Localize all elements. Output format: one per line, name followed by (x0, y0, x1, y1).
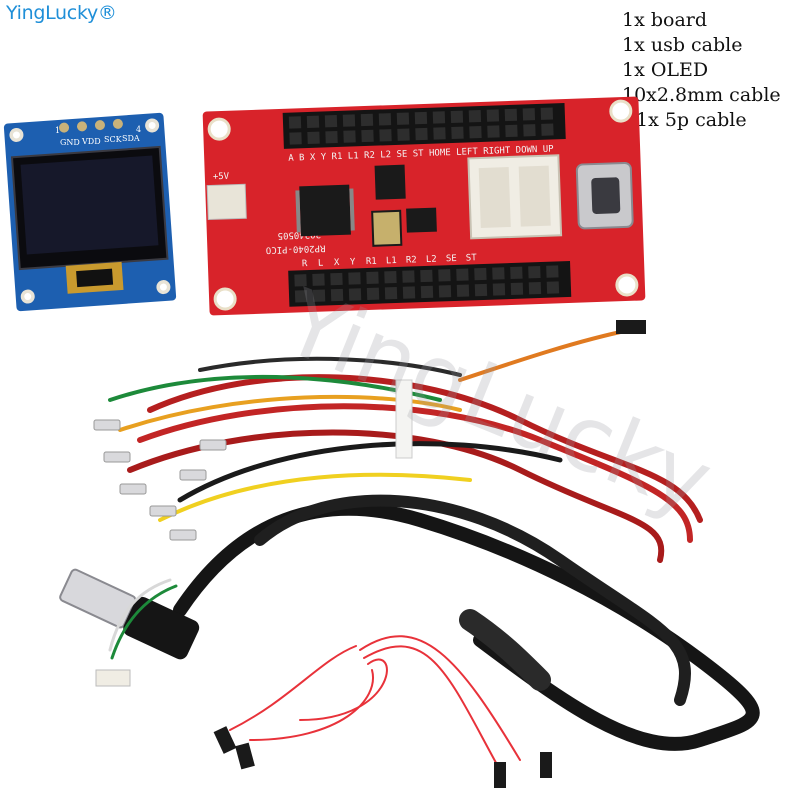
contents-item: 10x2.8mm cable (622, 84, 781, 106)
5p-cable (213, 635, 552, 788)
oled-pin-label: SDA (122, 134, 140, 143)
contents-item: 1x OLED (622, 59, 709, 81)
oled-pin-label: GND (60, 138, 80, 147)
board-date-label: 20240505 (277, 229, 321, 241)
package-contents-list: 1x board 1x usb cable 1x OLED 10x2.8mm c… (622, 8, 781, 133)
board-pin-label: R2 (406, 255, 417, 265)
board-pin-label: ST (466, 253, 478, 263)
contents-item: 1x board (622, 9, 708, 31)
board-power-label: +5V (213, 172, 230, 183)
oled-pin-label: VDD (81, 137, 101, 146)
oled-module: 1 GND VDD SCK SDA 4 (3, 112, 177, 312)
board-pin-label: L (318, 259, 324, 269)
usb-cable (59, 494, 760, 751)
board-pin-label: L1 (386, 256, 397, 266)
board-pin-label: L2 (426, 255, 437, 265)
oled-pin-label: SCK (104, 135, 123, 144)
oled-pin-label: 1 (55, 126, 60, 135)
board-pin-label: X (334, 258, 340, 268)
board-pin-label: SE (446, 254, 457, 264)
contents-item: 1x 5p cable (636, 109, 747, 131)
wire-harness (93, 320, 703, 563)
board-pin-label: R (302, 259, 308, 269)
contents-item: 1x usb cable (622, 34, 743, 56)
brand-logo: YingLucky® (6, 2, 117, 24)
board-model-label: RP2040-PICO (266, 242, 326, 254)
controller-board: A B X Y R1 L1 R2 L2 SE ST HOME LEFT RIGH… (202, 96, 646, 316)
oled-pin-label: 4 (136, 125, 141, 134)
board-pin-label: Y (350, 257, 356, 267)
board-pin-label: R1 (366, 257, 377, 267)
